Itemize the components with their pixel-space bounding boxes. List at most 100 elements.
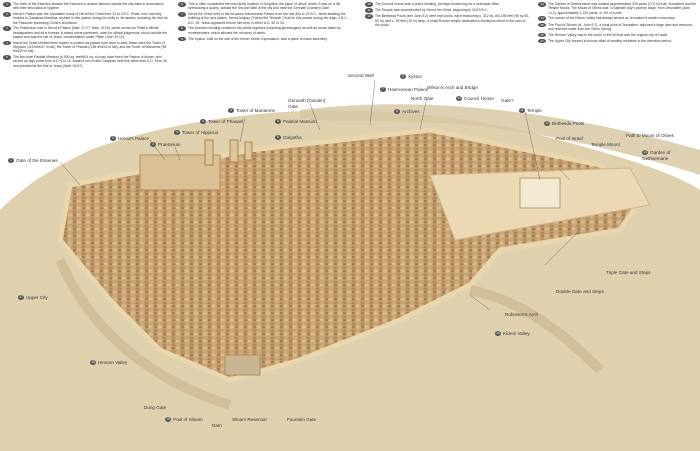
label-text: Herod's Palace — [118, 136, 150, 141]
number-badge: 12 — [365, 14, 373, 19]
label-text: Robinson's Arch — [505, 312, 539, 317]
number-badge: 2 — [110, 136, 116, 142]
label-text: Xystus — [408, 74, 422, 79]
legend-text: Herod the Great fortified three towers t… — [13, 40, 167, 54]
label-text: Siloam Reservoir — [232, 417, 267, 422]
label-double-gate: Double Gate and Steps — [556, 289, 604, 295]
distant-hills — [300, 104, 700, 175]
legend-text: Herod the Great lived in the luxurious H… — [188, 12, 349, 25]
legend-text: The Temple was reconstructed by Herod th… — [375, 8, 489, 13]
label-text: Tower of Hippicus — [182, 130, 219, 135]
label-text: Tower of Phasael — [208, 119, 244, 124]
number-badge: 15 — [165, 417, 171, 423]
number-badge: 9 — [400, 74, 406, 80]
number-badge: 8 — [178, 26, 186, 32]
label-north-gate: North Gate — [411, 96, 433, 102]
label-dung-gate: Dung Gate — [144, 405, 166, 411]
label-text: Council House — [464, 96, 494, 101]
number-badge: 16 — [90, 360, 96, 366]
label-text: Archives — [402, 109, 420, 114]
legend-text: The two-level Palatial Mansion (6,500 sq… — [13, 55, 167, 68]
label-text: Triple Gate and Steps — [606, 270, 651, 275]
label-text: Golgotha — [283, 135, 302, 140]
number-badge: 12 — [544, 121, 550, 127]
label-robinsons-arch: Robinson's Arch — [505, 312, 538, 318]
hinnom-valley-shape — [55, 258, 232, 410]
kidron-valley-shape — [469, 285, 604, 374]
number-badge: 5 — [275, 119, 281, 125]
label-text: Garden of Gethsemane — [642, 150, 671, 161]
leader-lines — [59, 79, 581, 311]
number-badge: 6 — [275, 135, 281, 141]
legend-text: Herod's Palace was the Jerusalem home of… — [13, 12, 168, 25]
number-badge: 6 — [178, 2, 186, 7]
label-triple-gate: Triple Gate and Steps — [606, 270, 651, 276]
number-badge: 7 — [380, 87, 386, 93]
number-badge: 5 — [3, 55, 11, 60]
siloam-pool — [224, 354, 261, 376]
number-badge: 11 — [519, 108, 525, 114]
number-badge: 17 — [538, 38, 546, 44]
label-text: Gennath (Garden) Gate — [288, 98, 326, 109]
number-badge: 17 — [18, 295, 24, 301]
number-badge: 10 — [456, 96, 462, 102]
label-pool-israel: Pool of Israel — [556, 136, 583, 142]
label-siloam-reservoir: Siloam Reservoir — [232, 417, 267, 423]
number-badge: 10 — [365, 2, 373, 7]
label-second-wall: Second Wall — [348, 73, 374, 79]
label-text: North Gate — [411, 96, 434, 101]
label-text: Wilson's Arch and Bridge — [427, 85, 478, 90]
label-dam: Dam — [212, 423, 222, 429]
number-badge: 1 — [8, 158, 14, 164]
label-path-mount-olives: Path to Mount of Olives — [626, 133, 674, 139]
legend-text: The Upper City housed luxurious villas o… — [548, 38, 673, 43]
legend-text: The course of the Kidron Valley has alwa… — [548, 16, 676, 21]
legend-text: The Xystus, built on the site of the for… — [188, 36, 328, 41]
legend-text: The Hinnom Valley was to the south of th… — [548, 32, 668, 37]
label-text: Temple — [527, 108, 542, 113]
label-text: Hinnom Valley — [98, 360, 128, 365]
number-badge: 14 — [538, 16, 546, 21]
number-badge: 9 — [178, 36, 186, 42]
temple-building — [519, 177, 561, 209]
label-fountain-gate: Fountain Gate — [287, 417, 316, 423]
label-text: Praetorium — [158, 142, 181, 147]
legend-text: The Archives building contained the publ… — [188, 26, 341, 35]
label-text: Kidron Valley — [503, 331, 530, 336]
number-badge: 8 — [394, 109, 400, 115]
label-wilsons-arch: Wilson's Arch and Bridge — [427, 85, 478, 91]
label-text: Upper City — [26, 295, 48, 300]
label-text: Path to Mount of Olives — [626, 133, 674, 138]
label-text: Temple Mount — [591, 142, 620, 147]
label-text: Hasmonean Palace — [388, 87, 429, 92]
number-badge: 3 — [3, 26, 11, 32]
number-badge: 4 — [3, 40, 11, 46]
